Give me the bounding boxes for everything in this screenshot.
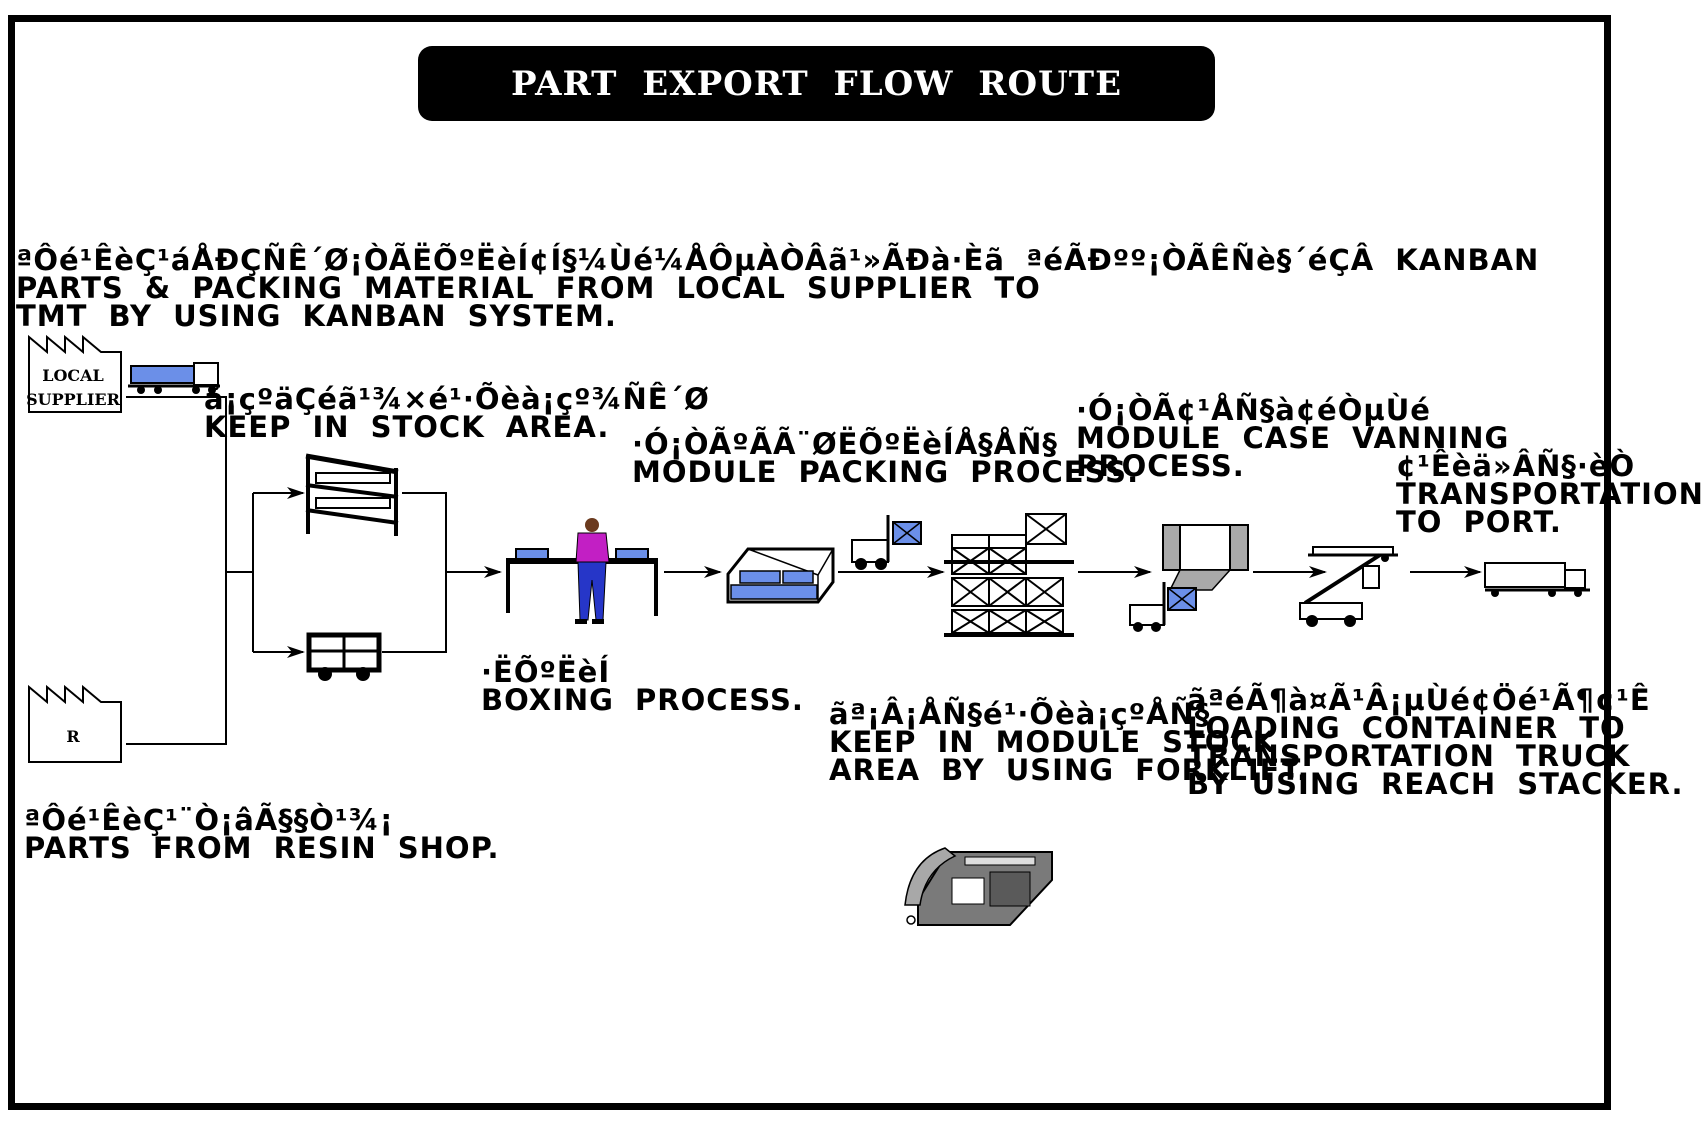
- transport-label: ¢¹Êèä»ÂÑ§·èÒ TRANSPORTATION TO PORT.: [1396, 449, 1704, 539]
- module-packing-label: ·Ó¡ÒÃºÃÃ¨ØËÕºËèÍÅ§ÅÑ§ MODULE PACKING PRO…: [632, 427, 1140, 489]
- worker-at-bench-icon: [506, 518, 658, 624]
- container-vanning-icon: [1129, 524, 1249, 632]
- page-title: PART EXPORT FLOW ROUTE: [511, 63, 1122, 104]
- resin-factory-label: R: [66, 727, 80, 746]
- telephone-icon: [904, 847, 1053, 926]
- forklift-icon: [851, 515, 922, 570]
- vanning-label: ·Ó¡ÒÃ¢¹ÅÑ§à¢éÒµÙé MODULE CASE VANNING PR…: [1076, 393, 1510, 483]
- cart-icon: [306, 632, 382, 681]
- module-stock-label: ãª¡Â¡ÅÑ§é¹·Õèà¡çºÅÑ§ KEEP IN MODULE STOC…: [829, 697, 1309, 787]
- module-stack-icon: [944, 513, 1074, 637]
- keep-stock-label: ã¡çºäÇéã¹¾×é¹·Õèà¡çº¾ÑÊ´Ø KEEP IN STOCK …: [204, 382, 710, 444]
- supply-connectors: [126, 396, 1482, 745]
- container-trailer-icon: [1484, 562, 1590, 597]
- truck-icon: [128, 362, 220, 394]
- kanban-label: ªÔé¹ÊèÇ¹áÅÐÇÑÊ´Ø¡ÒÃËÕºËèÍ¢Í§¼Ùé¼ÅÔµÀÒÂã¹…: [16, 243, 1540, 333]
- packed-pallet-icon: [726, 547, 835, 604]
- factory-label-line1: LOCAL: [42, 366, 104, 385]
- boxing-label: ·ËÕºËèÍ BOXING PROCESS.: [481, 655, 804, 717]
- flow-diagram: LOCAL SUPPLIER R: [26, 334, 1590, 926]
- factory-label-line2: SUPPLIER: [26, 390, 121, 409]
- resin-shop-label: ªÔé¹ÊèÇ¹¨Ò¡âÃ§§Ò¹¾¡ PARTS FROM RESIN SHO…: [24, 803, 500, 865]
- resin-factory-icon: R: [28, 684, 122, 763]
- local-supplier-factory-icon: LOCAL SUPPLIER: [26, 334, 122, 413]
- title-banner: PART EXPORT FLOW ROUTE: [418, 46, 1215, 121]
- storage-rack-icon: [305, 453, 399, 536]
- diagram-frame: [8, 15, 1611, 1110]
- reach-stacker-icon: [1299, 546, 1398, 627]
- loading-label: ãªéÃ¶à¤Ã¹Â¡µÙé¢Öé¹Ã¶¢¹Ê LOADING CONTAINE…: [1187, 683, 1684, 801]
